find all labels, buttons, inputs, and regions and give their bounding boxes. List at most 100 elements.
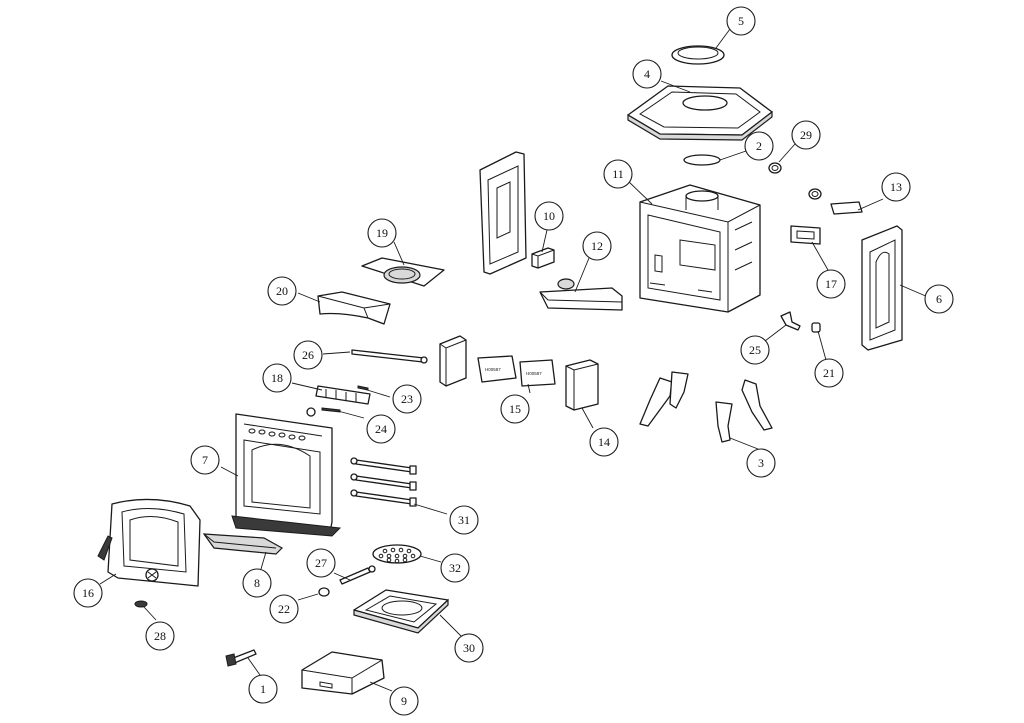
leader-lines [99, 28, 929, 692]
callout-label: 6 [936, 292, 942, 306]
brick-label-2: H00587 [526, 371, 542, 376]
callout-15: 15 [500, 394, 530, 424]
callout-label: 3 [758, 456, 764, 470]
part-30-grate-base [353, 589, 449, 634]
callout-3: 3 [746, 448, 776, 478]
callout-27: 27 [306, 548, 336, 578]
part-21-pin [811, 322, 821, 333]
part-rear-panel [479, 151, 527, 275]
callout-label: 31 [458, 513, 470, 527]
part-22-knob [318, 587, 330, 597]
callout-label: 8 [254, 576, 260, 590]
callout-label: 10 [543, 209, 555, 223]
callout-23: 23 [392, 384, 422, 414]
part-ring [808, 188, 822, 200]
part-18-grille [315, 385, 371, 405]
part-20-throat-plate [317, 291, 391, 325]
callout-17: 17 [816, 269, 846, 299]
callout-12: 12 [582, 231, 612, 261]
callout-4: 4 [632, 59, 662, 89]
part-9-ash-pan [301, 651, 385, 695]
part-10-block [531, 247, 555, 269]
callout-9: 9 [389, 686, 419, 716]
callout-label: 32 [449, 561, 461, 575]
part-16-door [97, 498, 201, 587]
callout-label: 5 [738, 14, 744, 28]
callout-label: 1 [260, 682, 266, 696]
callout-20: 20 [267, 276, 297, 306]
callout-label: 17 [825, 277, 837, 291]
callout-label: 19 [376, 226, 388, 240]
callout-7: 7 [190, 445, 220, 475]
part-1-tool [225, 649, 257, 667]
callout-13: 13 [881, 172, 911, 202]
callout-label: 7 [202, 453, 208, 467]
callout-label: 20 [276, 284, 288, 298]
callout-label: 24 [375, 422, 387, 436]
part-firebrick-left [439, 335, 467, 387]
callout-10: 10 [534, 201, 564, 231]
part-25-bracket [780, 311, 801, 331]
part-13-plate [830, 201, 863, 215]
part-8-ashlip [202, 533, 283, 555]
part-2-disc [683, 154, 721, 166]
callout-label: 18 [271, 371, 283, 385]
callout-label: 28 [154, 629, 166, 643]
callout-label: 29 [800, 128, 812, 142]
callout-2: 2 [744, 131, 774, 161]
part-5-flue-collar [671, 45, 725, 65]
callout-16: 16 [73, 578, 103, 608]
callout-label: 26 [302, 348, 314, 362]
callout-30: 30 [454, 633, 484, 663]
callout-14: 14 [589, 427, 619, 457]
callout-22: 22 [269, 594, 299, 624]
part-32-grate [372, 544, 422, 564]
part-29-washer [768, 162, 782, 174]
callout-28: 28 [145, 621, 175, 651]
part-12-baffle [539, 278, 623, 311]
part-14-firebrick-right [565, 359, 599, 411]
part-17-frame [790, 225, 821, 245]
part-27-riddling-tool [339, 565, 376, 585]
part-4-top-plate [627, 85, 773, 141]
part-6-side-panel [861, 225, 903, 351]
part-24-screw [306, 407, 341, 417]
callout-label: 2 [756, 139, 762, 153]
part-31-tie-rods [350, 457, 417, 507]
callout-24: 24 [366, 414, 396, 444]
callout-29: 29 [791, 120, 821, 150]
callout-11: 11 [603, 159, 633, 189]
part-28-knob [134, 600, 148, 608]
brick-label-1: H00587 [485, 367, 501, 372]
callout-label: 16 [82, 586, 94, 600]
callout-label: 30 [463, 641, 475, 655]
part-15-bricks: H00587 H00587 [477, 355, 556, 387]
callout-label: 21 [823, 366, 835, 380]
callout-8: 8 [242, 568, 272, 598]
callout-19: 19 [367, 218, 397, 248]
callout-21: 21 [814, 358, 844, 388]
callout-18: 18 [262, 363, 292, 393]
callout-1: 1 [248, 674, 278, 704]
callout-6: 6 [924, 284, 954, 314]
callout-label: 25 [749, 343, 761, 357]
callout-label: 9 [401, 694, 407, 708]
callout-label: 4 [644, 67, 650, 81]
callout-label: 12 [591, 239, 603, 253]
part-26-rod [351, 349, 428, 364]
callout-label: 13 [890, 180, 902, 194]
callout-label: 14 [598, 435, 610, 449]
callout-label: 23 [401, 392, 413, 406]
callout-label: 22 [278, 602, 290, 616]
callout-26: 26 [293, 340, 323, 370]
part-3-legs [639, 371, 773, 443]
callout-32: 32 [440, 553, 470, 583]
part-19-plate [361, 257, 445, 287]
part-7-front-frame [231, 413, 342, 537]
callout-25: 25 [740, 335, 770, 365]
callout-label: 11 [612, 167, 624, 181]
callout-31: 31 [449, 505, 479, 535]
part-11-main-body [639, 184, 761, 313]
callout-label: 15 [509, 402, 521, 416]
